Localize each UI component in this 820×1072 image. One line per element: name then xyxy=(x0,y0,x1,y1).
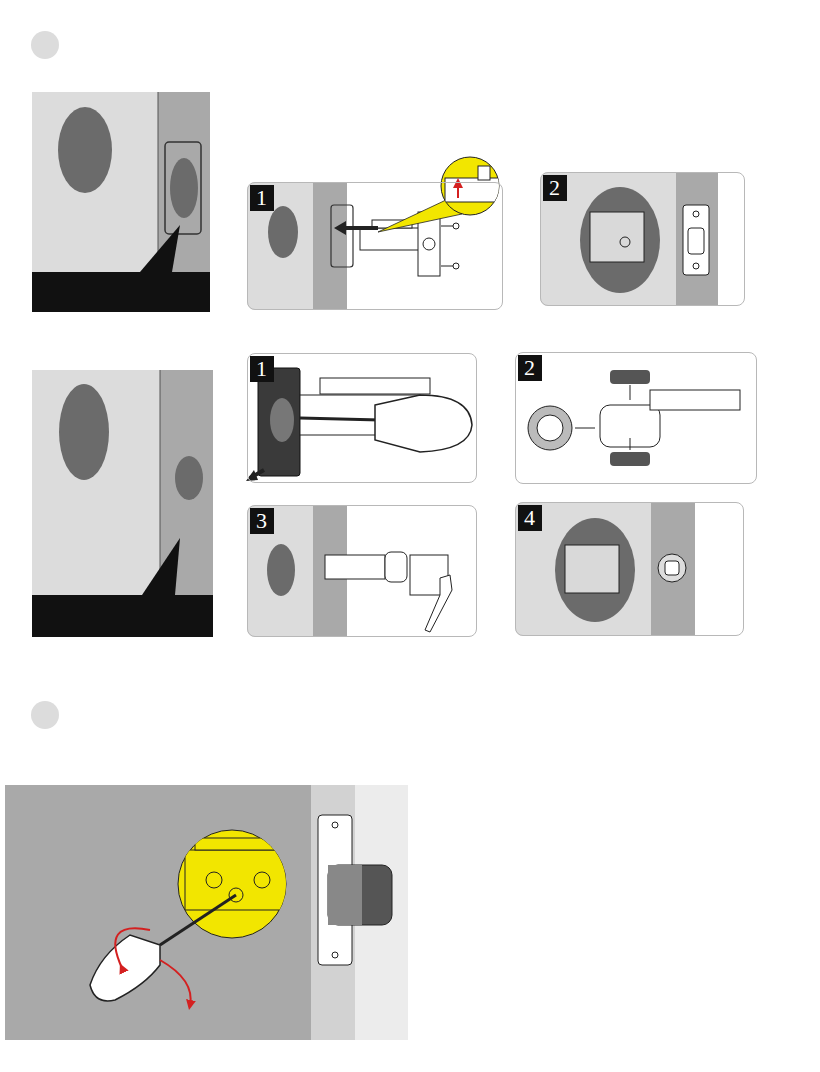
callout-number: 3 xyxy=(250,508,274,534)
drive-in-step xyxy=(247,505,452,637)
drive-in-installed-step xyxy=(515,502,695,636)
step-panel: 2 xyxy=(540,172,745,306)
step-panel: 1 xyxy=(247,353,477,483)
latch-insert-step xyxy=(247,182,459,310)
faceplate-removal-step xyxy=(246,368,472,481)
step-marker xyxy=(31,31,59,59)
drive-in-conversion-step xyxy=(528,370,740,466)
latch-installed-step xyxy=(540,172,718,306)
callout-number: 1 xyxy=(250,185,274,211)
step-panel: 3 xyxy=(247,505,477,637)
step-panel: 1 xyxy=(247,182,503,310)
step-marker xyxy=(31,701,59,729)
callout-number: 2 xyxy=(518,355,542,381)
step-panel: 2 xyxy=(515,352,757,484)
door-overview xyxy=(32,370,213,637)
callout-number: 1 xyxy=(250,356,274,382)
step-panel: 4 xyxy=(515,502,744,636)
latch-adjust-illustration xyxy=(5,785,408,1040)
callout-number: 4 xyxy=(518,505,542,531)
door-overview xyxy=(32,92,210,312)
callout-number: 2 xyxy=(543,175,567,201)
